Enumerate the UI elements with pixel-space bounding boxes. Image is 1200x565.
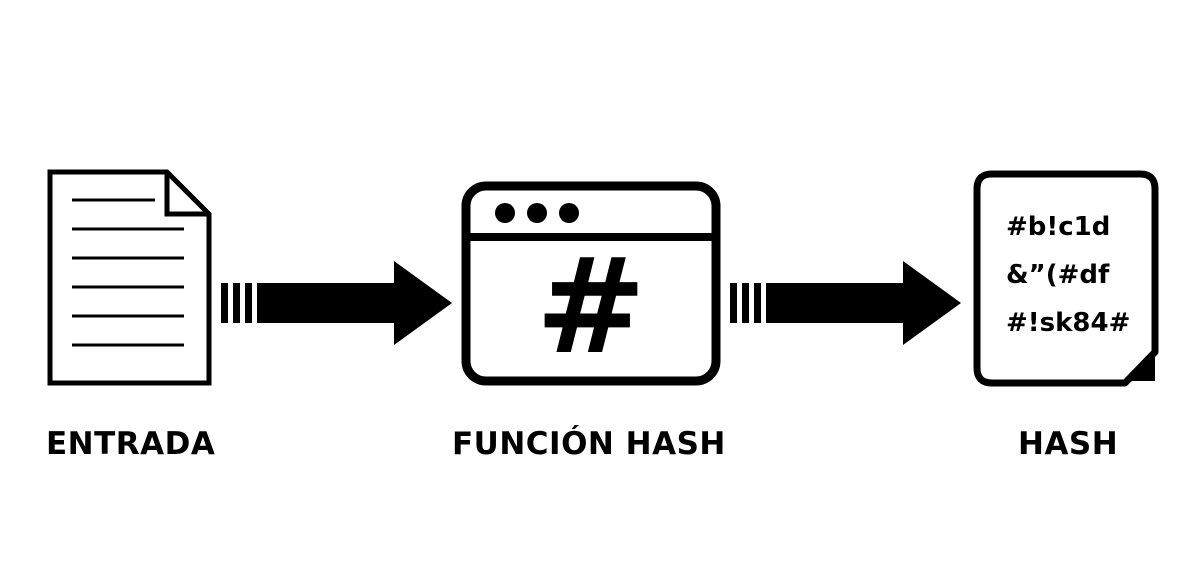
hash-symbol: # <box>536 230 647 384</box>
input-label: ENTRADA <box>46 426 216 462</box>
hashed-document-icon: #b!c1d &”(#df #!sk84# <box>973 170 1159 387</box>
function-label: FUNCIÓN HASH <box>452 426 726 462</box>
hash-output-line: #!sk84# <box>1006 308 1130 338</box>
window-dot-icon <box>495 203 515 223</box>
hash-output-line: #b!c1d <box>1006 212 1110 242</box>
window-dot-icon <box>527 203 547 223</box>
hash-output-line: &”(#df <box>1006 260 1110 290</box>
document-icon <box>47 169 212 386</box>
browser-window-icon: # <box>461 181 721 386</box>
window-dot-icon <box>559 203 579 223</box>
right-arrow-icon <box>730 261 961 345</box>
output-label: HASH <box>1018 426 1119 462</box>
right-arrow-icon <box>221 261 452 345</box>
